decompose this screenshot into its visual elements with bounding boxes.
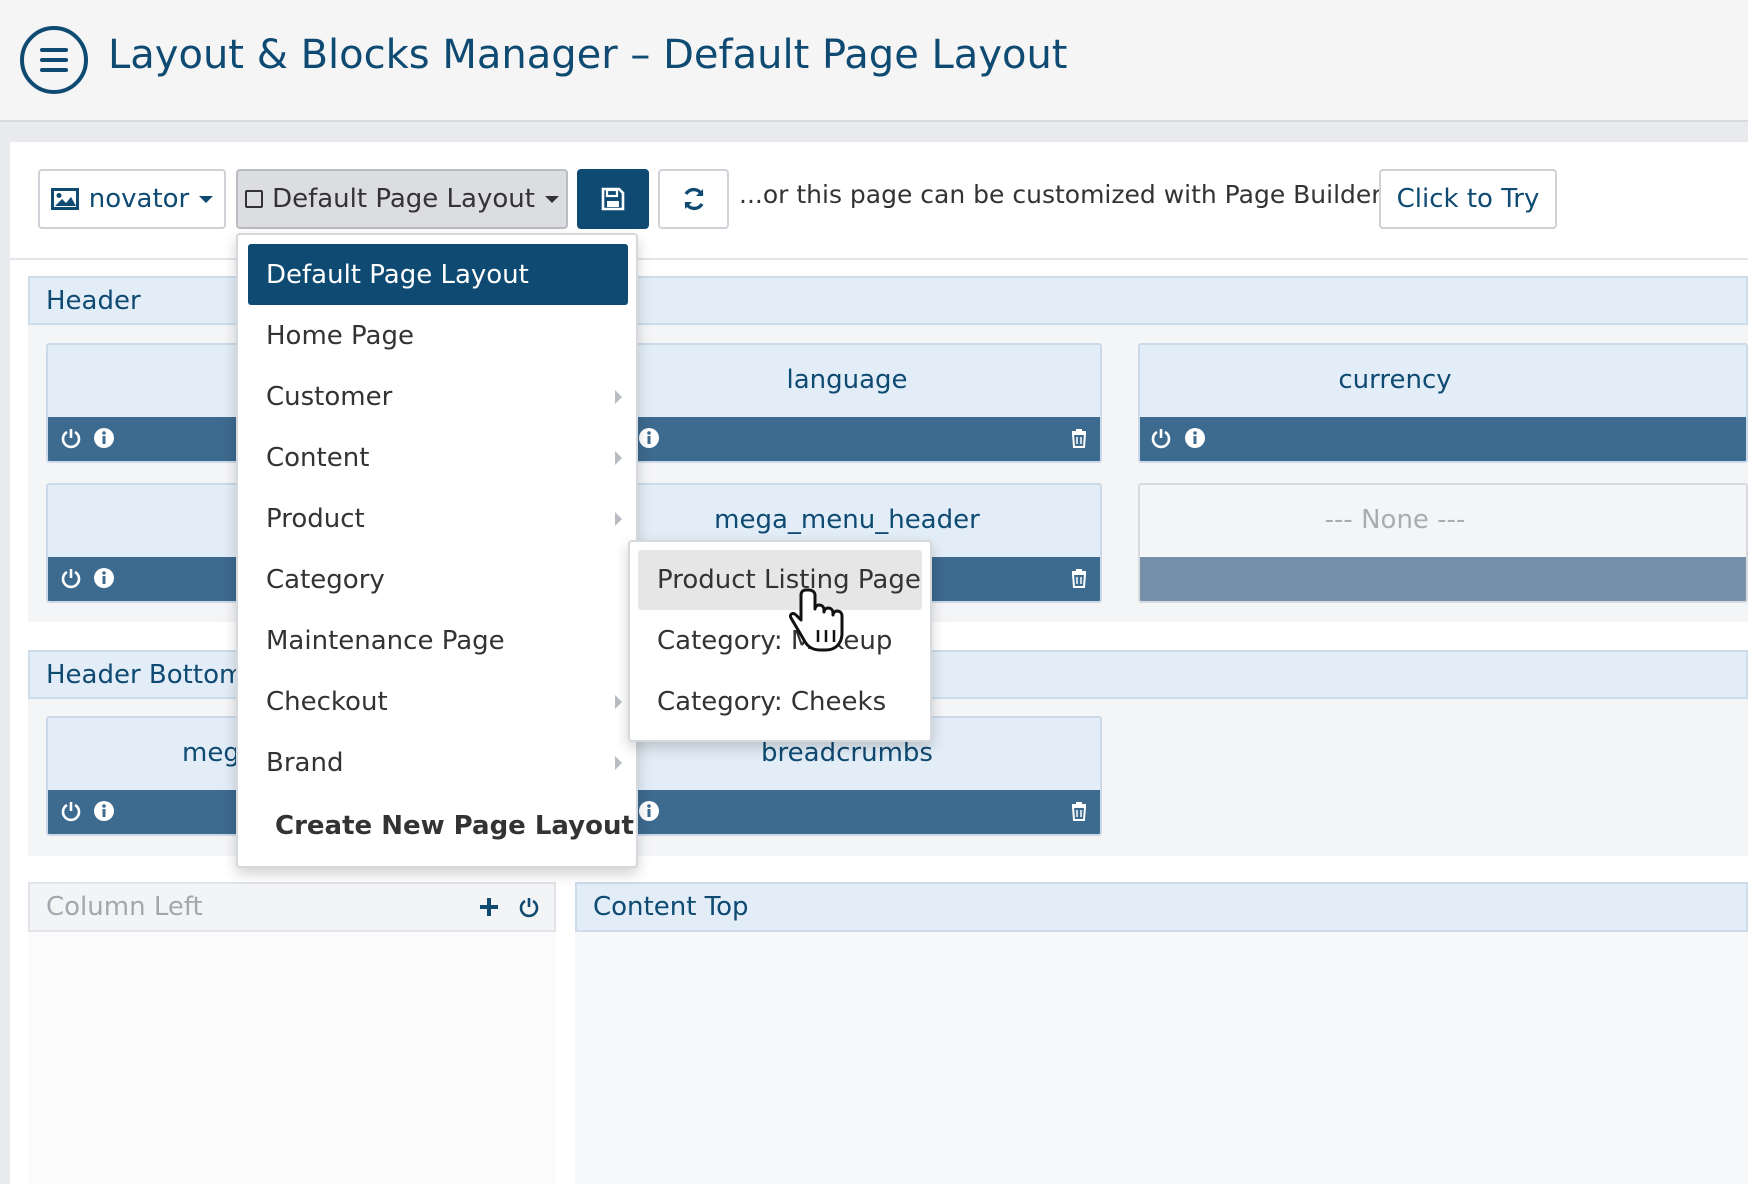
submenu-item-category-makeup[interactable]: Category: Makeup: [657, 626, 893, 656]
trash-icon[interactable]: [1068, 800, 1090, 822]
region-column-left-body: [28, 932, 556, 1184]
block-hidden-1[interactable]: [46, 343, 246, 463]
info-icon[interactable]: [1184, 427, 1206, 449]
power-icon[interactable]: [60, 800, 82, 822]
region-content-top-title: Content Top: [575, 882, 1748, 932]
info-icon[interactable]: [93, 567, 115, 589]
block-empty-slot[interactable]: --- None ---: [1138, 483, 1748, 603]
toolbar-divider: [10, 258, 1748, 260]
block-language[interactable]: language: [592, 343, 1102, 463]
refresh-icon: [683, 187, 704, 211]
power-icon[interactable]: [60, 567, 82, 589]
block-toolbar: [48, 417, 244, 461]
submenu-item-category-cheeks[interactable]: Category: Cheeks: [657, 687, 887, 717]
block-toolbar: [48, 557, 244, 601]
block-toolbar: [594, 790, 1100, 834]
dropdown-item-maintenance-page[interactable]: Maintenance Page: [266, 625, 505, 656]
chevron-right-icon: [615, 756, 622, 770]
dropdown-item-product[interactable]: Product: [248, 488, 628, 549]
block-toolbar: [1140, 557, 1746, 601]
chevron-down-icon: [544, 195, 559, 203]
dropdown-item-category[interactable]: Category: [266, 564, 385, 595]
block-name: --- None ---: [1324, 505, 1466, 535]
chevron-down-icon: [199, 195, 214, 203]
click-to-try-button[interactable]: Click to Try: [1379, 169, 1557, 229]
create-new-page-layout-button[interactable]: Create New Page Layout: [248, 795, 634, 856]
power-icon[interactable]: [60, 427, 82, 449]
layout-label: Default Page Layout: [272, 184, 535, 214]
block-name: mega: [182, 738, 244, 768]
block-toolbar: [1140, 417, 1746, 461]
plus-icon[interactable]: [478, 896, 500, 918]
block-mega[interactable]: mega: [46, 716, 246, 836]
image-icon: [50, 188, 79, 210]
dropdown-item-default-page-layout[interactable]: Default Page Layout: [248, 244, 628, 305]
hand-cursor-icon: [789, 588, 844, 652]
block-name: mega_menu_header: [714, 505, 980, 535]
layout-selector-button[interactable]: Default Page Layout: [236, 169, 568, 229]
info-icon[interactable]: [638, 427, 660, 449]
layout-dropdown-menu: Default Page Layout Home Page Customer C…: [236, 233, 638, 868]
dropdown-item-brand[interactable]: Brand: [248, 732, 628, 793]
block-name: currency: [1338, 365, 1452, 395]
chevron-right-icon: [615, 390, 622, 404]
region-column-left-header: Column Left: [28, 882, 556, 932]
block-toolbar: [594, 417, 1100, 461]
power-icon[interactable]: [1150, 427, 1172, 449]
region-column-left-title: Column Left: [46, 892, 203, 922]
block-currency[interactable]: currency: [1138, 343, 1748, 463]
block-toolbar: [48, 790, 244, 834]
dropdown-item-checkout[interactable]: Checkout: [248, 671, 628, 732]
chevron-right-icon: [615, 695, 622, 709]
info-icon[interactable]: [93, 800, 115, 822]
dropdown-item-home-page[interactable]: Home Page: [266, 320, 414, 351]
info-icon[interactable]: [638, 800, 660, 822]
region-content-top-body: [575, 932, 1748, 1184]
floppy-disk-icon: [601, 187, 625, 211]
dropdown-item-content[interactable]: Content: [248, 427, 628, 488]
category-submenu: Product Listing Page Category: Makeup Ca…: [628, 540, 932, 742]
power-icon[interactable]: [518, 896, 540, 918]
block-name: breadcrumbs: [761, 738, 933, 768]
store-label: novator: [88, 184, 190, 214]
hamburger-icon: [40, 48, 68, 52]
page-title: Layout & Blocks Manager – Default Page L…: [108, 32, 1068, 78]
reload-button[interactable]: [658, 169, 729, 229]
hamburger-menu-button[interactable]: [20, 26, 88, 94]
info-icon[interactable]: [93, 427, 115, 449]
chevron-right-icon: [615, 451, 622, 465]
block-hidden-2[interactable]: [46, 483, 246, 603]
trash-icon[interactable]: [1068, 567, 1090, 589]
submenu-item-product-listing-page[interactable]: Product Listing Page: [638, 550, 922, 610]
dropdown-item-customer[interactable]: Customer: [248, 366, 628, 427]
block-name: language: [786, 365, 908, 395]
save-button[interactable]: [577, 169, 649, 229]
square-outline-icon: [245, 190, 264, 208]
page-builder-hint: ...or this page can be customized with P…: [739, 180, 1388, 209]
chevron-right-icon: [615, 512, 622, 526]
top-header: [0, 0, 1748, 122]
trash-icon[interactable]: [1068, 427, 1090, 449]
store-selector-button[interactable]: novator: [38, 169, 226, 229]
